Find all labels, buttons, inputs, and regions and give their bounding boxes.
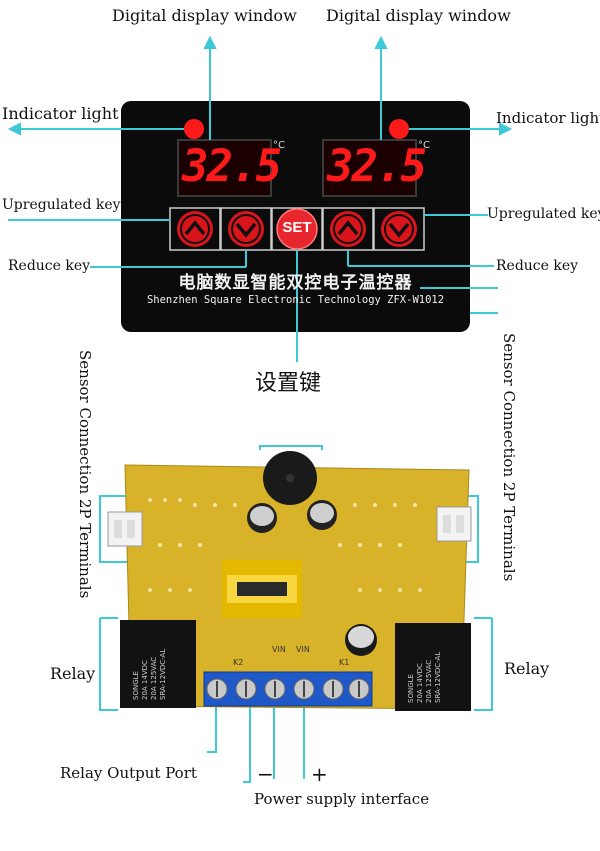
relay-right: [395, 623, 471, 711]
relay-model: SRA-12VDC-AL: [434, 651, 442, 703]
chevron-down-icon: [235, 222, 257, 238]
down-key-left[interactable]: [228, 211, 264, 247]
label-reduce-right: Reduce key: [496, 258, 579, 274]
down-key-right[interactable]: [381, 211, 417, 247]
panel-subtitle: Shenzhen Square Electronic Technology ZF…: [146, 294, 445, 306]
key-frame-down-right: [373, 207, 425, 251]
pin-label-k1: K1: [339, 658, 350, 667]
sensor-terminal-left: [107, 511, 143, 547]
pcb-board: [107, 451, 472, 711]
label-display-window-left: Digital display window: [112, 6, 297, 25]
label-relay-left: Relay: [50, 664, 96, 683]
relay-model: SRA-12VDC-AL: [159, 648, 167, 700]
unit-label-left: °C: [273, 140, 285, 151]
capacitor: [345, 624, 377, 656]
key-frame-up-left: [169, 207, 221, 251]
indicator-light-right: [389, 119, 409, 139]
indicator-light-left: [184, 119, 204, 139]
set-button-label: SET: [282, 219, 312, 236]
label-relay-right: Relay: [504, 659, 550, 678]
relay-text-left: SONGLE 20A 14VDC 20A 125VAC SRA-12VDC-AL: [132, 610, 168, 700]
display-readout-left: 32.5: [182, 141, 282, 192]
label-display-window-right: Digital display window: [326, 6, 511, 25]
label-minus: −: [257, 762, 274, 786]
relay-rating-dc: 20A 14VDC: [141, 660, 149, 700]
up-key-right[interactable]: [330, 211, 366, 247]
chevron-up-icon: [337, 220, 359, 236]
label-power-supply: Power supply interface: [254, 790, 430, 808]
relay-rating-ac: 20A 125VAC: [425, 659, 433, 703]
up-key-left[interactable]: [177, 211, 213, 247]
relay-rating-dc: 20A 14VDC: [416, 663, 424, 703]
panel-title: 电脑数显智能双控电子温控器: [178, 273, 413, 293]
unit-label-right: °C: [418, 140, 430, 151]
label-indicator-left: Indicator light: [2, 104, 119, 123]
label-sensor-right: Sensor Connection 2P Terminals: [500, 333, 518, 582]
capacitor: [307, 500, 337, 530]
label-set-key: 设置键: [255, 371, 322, 396]
relay-brand: SONGLE: [132, 671, 140, 700]
pin-label-k2: K2: [233, 658, 244, 667]
relay-rating-ac: 20A 125VAC: [150, 656, 158, 700]
pin-label-vin: VIN: [272, 645, 286, 654]
chevron-up-icon: [184, 220, 206, 236]
label-plus: +: [311, 762, 328, 786]
display-readout-right: 32.5: [327, 141, 427, 192]
relay-left: [120, 620, 196, 708]
label-sensor-left: Sensor Connection 2P Terminals: [76, 350, 94, 599]
sensor-terminal-right: [436, 506, 472, 542]
pin-label-vin: VIN: [296, 645, 310, 654]
transformer: [222, 560, 302, 618]
label-relay-output-port: Relay Output Port: [60, 764, 197, 782]
relay-text-right: SONGLE 20A 14VDC 20A 125VAC SRA-12VDC-AL: [407, 613, 443, 703]
label-upregulated-left: Upregulated key: [2, 197, 121, 213]
terminal-block: [203, 671, 373, 707]
label-upregulated-right: Upregulated key: [487, 206, 600, 222]
display-window-left: [177, 139, 272, 197]
relay-brand: SONGLE: [407, 674, 415, 703]
capacitor: [247, 503, 277, 533]
display-window-right: [322, 139, 417, 197]
chevron-down-icon: [388, 222, 410, 238]
label-reduce-left: Reduce key: [8, 258, 91, 274]
label-indicator-right: Indicator light: [496, 109, 600, 127]
